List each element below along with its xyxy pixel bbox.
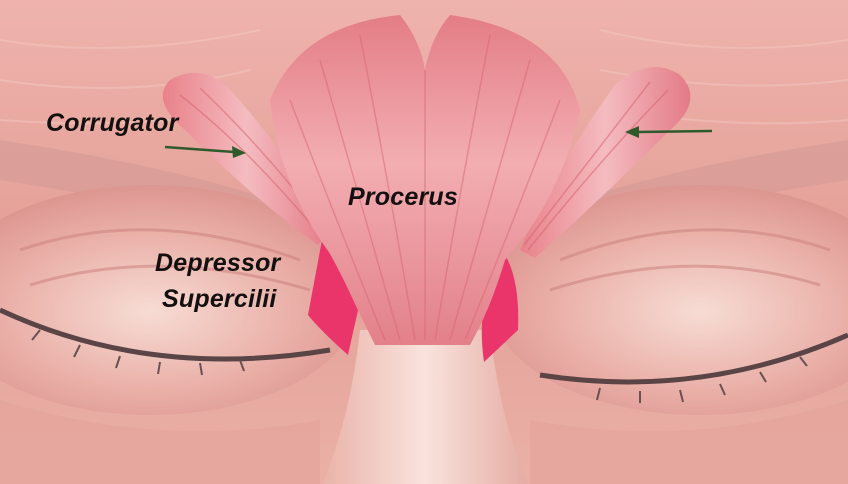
right-corrugator-muscle	[520, 67, 691, 258]
procerus-fibers	[289, 34, 561, 341]
nose-bridge	[322, 330, 528, 484]
left-depressor-supercilii	[308, 240, 358, 355]
left-lash-line	[0, 307, 331, 362]
right-lash-line	[539, 332, 848, 385]
forehead-fibers	[0, 29, 848, 125]
depressor-label-line2: Supercilii	[162, 285, 277, 313]
corrugator-label: Corrugator	[46, 109, 179, 137]
procerus-label: Procerus	[348, 183, 458, 211]
left-pointer-arrow	[164, 145, 246, 158]
right-eyelid	[490, 185, 848, 415]
depressor-label-line1: Depressor	[155, 249, 281, 277]
right-pointer-arrow	[625, 126, 713, 138]
